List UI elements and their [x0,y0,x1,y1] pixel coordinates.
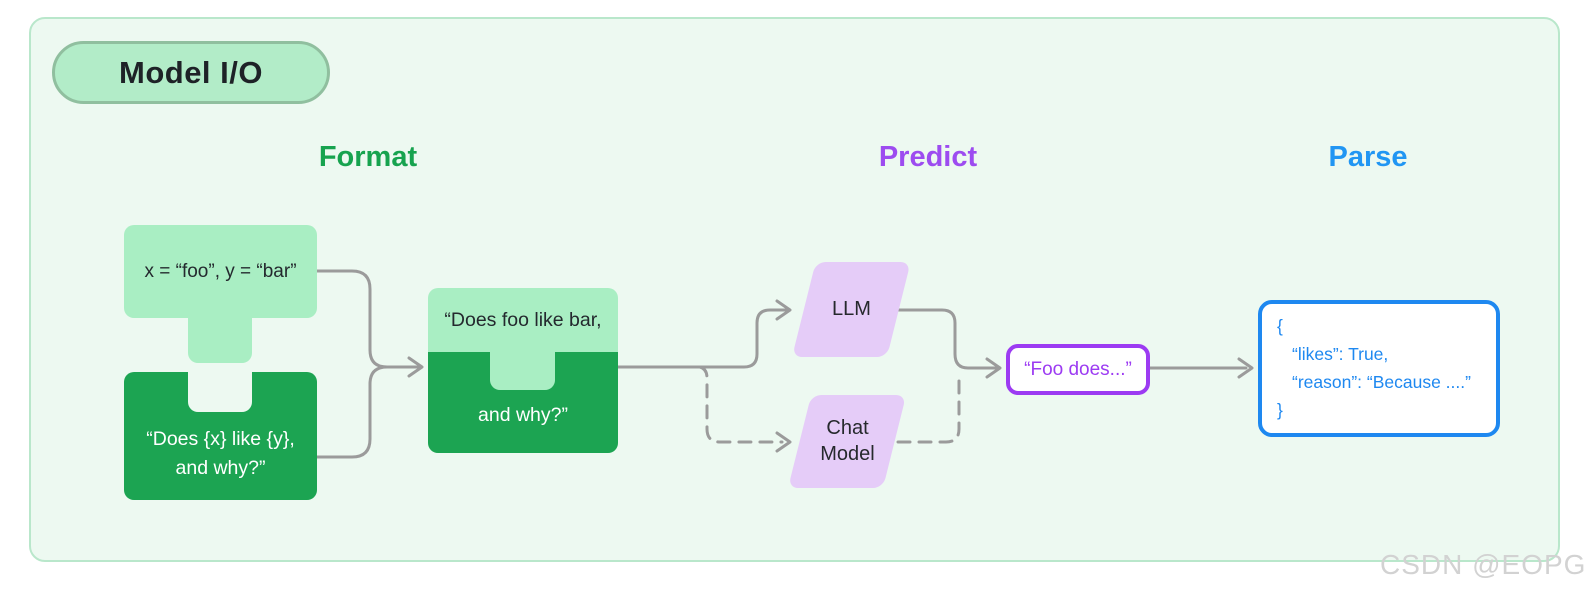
merged-piece-tab [490,352,555,390]
template-puzzle-notch [188,372,252,412]
model-output-box: “Foo does...” [1006,344,1150,395]
merged-text-line2: and why?” [478,404,568,426]
parsed-line-likes: “likes”: True, [1292,344,1389,364]
watermark: CSDN @EOPG [1380,549,1587,580]
model-io-title-badge: Model I/O [52,41,330,104]
template-text: “Does {x} like {y}, and why?” [124,425,317,483]
template-text-line2: and why?” [175,457,266,479]
stage-header-predict: Predict [878,141,978,173]
parsed-line-reason: “reason”: “Because ....” [1292,372,1471,392]
chat-model-label-line2: Model [820,443,875,465]
template-text-line1: “Does {x} like {y}, [146,428,295,450]
merged-piece-top: “Does foo like bar, [428,288,618,352]
llm-label: LLM [832,298,871,320]
stage-header-parse: Parse [1328,141,1408,173]
model-output-text: “Foo does...” [1024,358,1132,380]
variables-text: x = “foo”, y = “bar” [144,260,297,282]
merged-text-line1: “Does foo like bar, [444,308,602,331]
chat-model-label-line1: Chat [826,417,869,439]
variables-puzzle-piece: x = “foo”, y = “bar” [124,225,317,318]
stage-header-format: Format [318,141,418,173]
model-io-title: Model I/O [119,54,263,90]
parsed-line-open-brace: { [1277,316,1283,336]
parsed-line-close-brace: } [1277,400,1283,420]
chat-model-label: Chat Model [788,415,907,467]
parsed-result-box: { “likes”: True, “reason”: “Because ....… [1258,300,1500,437]
variables-puzzle-tab [188,316,252,363]
